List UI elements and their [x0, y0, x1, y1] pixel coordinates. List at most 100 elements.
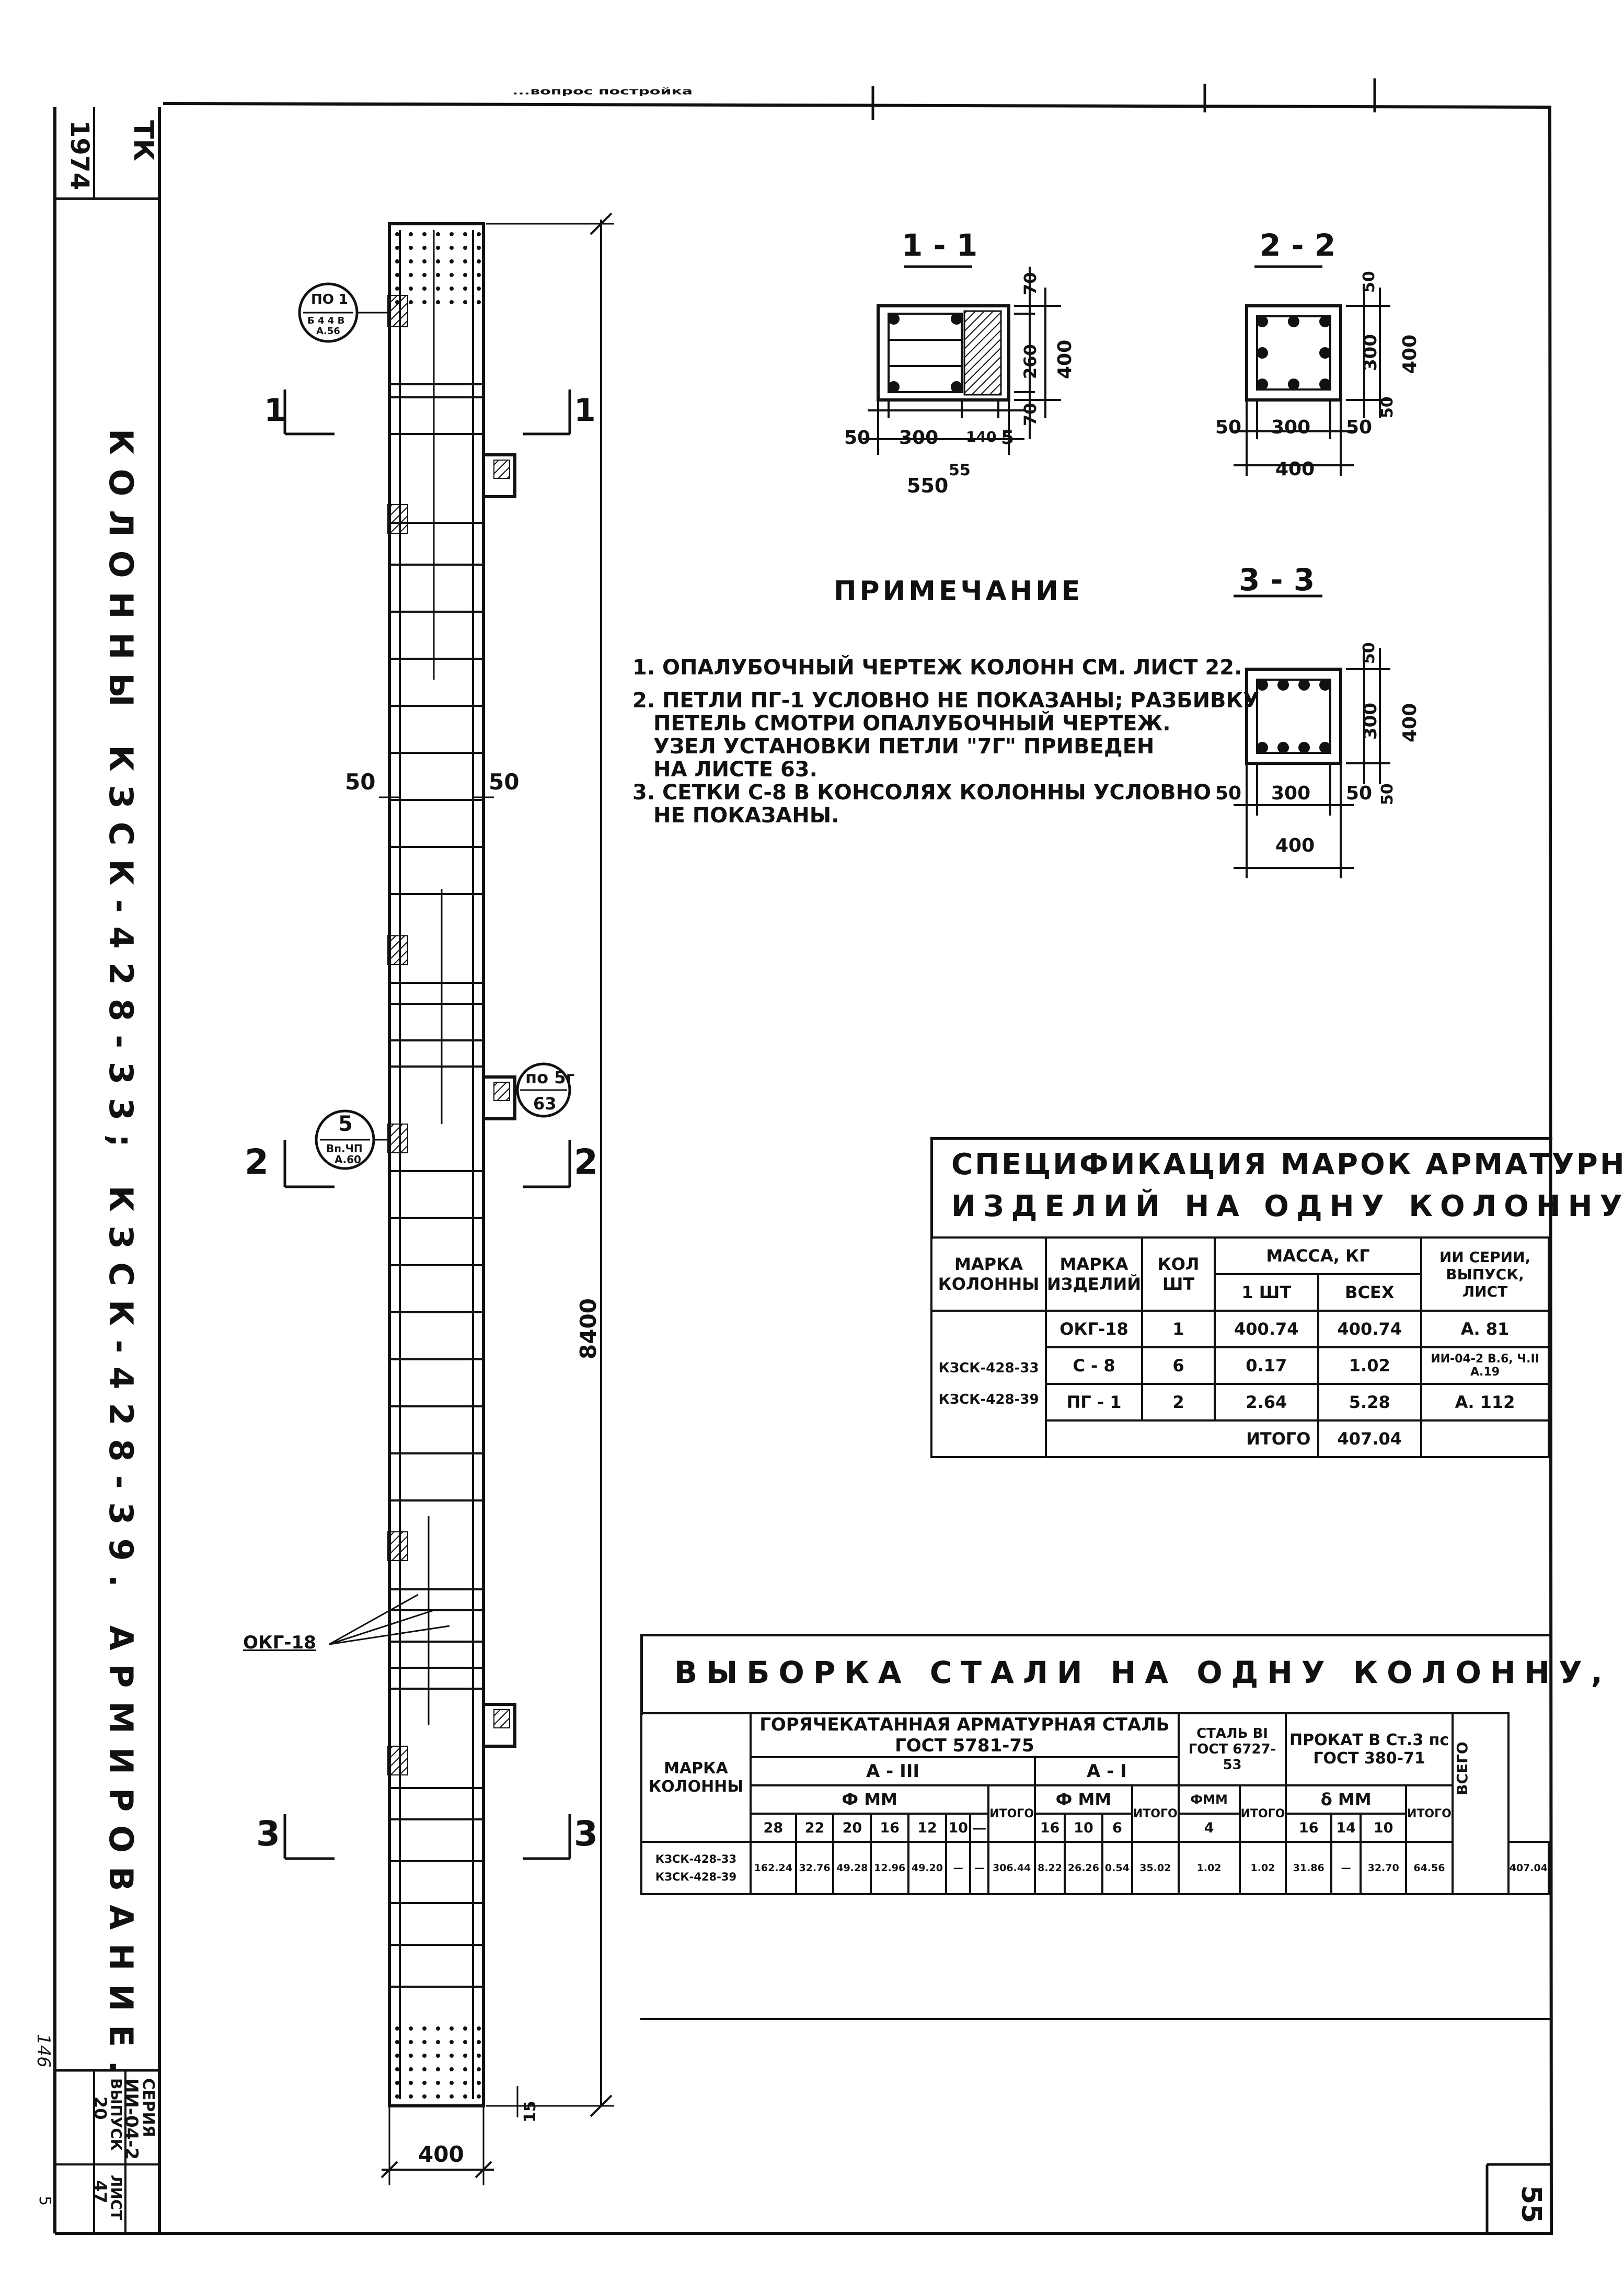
section-mark-3-left: 3: [256, 1814, 280, 1854]
note-line-4: УЗЕЛ УСТАНОВКИ ПЕТЛИ "7Г" ПРИВЕДЕН: [653, 735, 1155, 759]
left-offset-dimension: 50: [345, 769, 376, 795]
s22-dim-50b: 50: [1346, 417, 1373, 438]
steel-title: ВЫБОРКА СТАЛИ НА ОДНУ КОЛОННУ, КГ: [674, 1655, 1624, 1690]
s22-dim-50d: 50: [1378, 396, 1397, 418]
callout-1-top: ПО 1: [311, 292, 349, 307]
page-number: 55: [1515, 2185, 1547, 2224]
s11-dim-70a: 70: [1020, 272, 1040, 295]
steel-table-bottom-space: [640, 2018, 1550, 2020]
spec-title-2: ИЗДЕЛИЙ НА ОДНУ КОЛОННУ: [951, 1189, 1624, 1223]
spec-row-1-one: 400.74: [1214, 1310, 1319, 1348]
spec-header-mass-one: 1 ШТ: [1214, 1273, 1319, 1312]
callout-5g-bottom: 63: [533, 1094, 557, 1114]
section-mark-1-left: 1: [264, 392, 286, 429]
steel-row-mark-2: КЗСК-428-39: [655, 1871, 737, 1883]
steel-t-10: 10: [1360, 1813, 1408, 1843]
steel-t-16: 16: [1285, 1813, 1333, 1843]
section-mark-1-right: 1: [574, 392, 596, 429]
spec-row-3-ref: А. 112: [1420, 1383, 1550, 1422]
steel-grand-total: 407.04: [1507, 1841, 1550, 1895]
note-line-1: 1. ОПАЛУБОЧНЫЙ ЧЕРТЕЖ КОЛОНН СМ. ЛИСТ 22…: [632, 656, 1242, 680]
spec-row-1-item: ОКГ-18: [1044, 1310, 1144, 1348]
steel-itogo-wire: 1.02: [1238, 1841, 1287, 1895]
sections-drawing: [862, 265, 1390, 878]
s11-dim-140: 140: [966, 428, 997, 445]
s11-dim-70b: 70: [1020, 403, 1040, 426]
s33-dim-400v: 400: [1399, 703, 1421, 742]
steel-v-22: 32.76: [794, 1841, 835, 1895]
steel-itogo-rolled: 64.56: [1405, 1841, 1454, 1895]
s22-dim-50a: 50: [1215, 417, 1242, 438]
s33-dim-50d: 50: [1378, 783, 1397, 805]
spec-row-2-one: 0.17: [1214, 1346, 1319, 1385]
spec-row-2-item: С - 8: [1044, 1346, 1144, 1385]
section-mark-2-left: 2: [245, 1142, 269, 1182]
steel-header-itogo-rolled: ИТОГО: [1405, 1784, 1454, 1843]
spec-row-1-ref: А. 81: [1420, 1310, 1550, 1348]
callout-5-top: 5: [338, 1112, 353, 1136]
steel-header-total-text: ВСЕГО: [1453, 1741, 1471, 1795]
steel-a1-v-6: 0.54: [1101, 1841, 1133, 1895]
steel-t-v-10: 32.70: [1360, 1841, 1408, 1895]
steel-header-delta: δ ММ: [1285, 1784, 1408, 1815]
spec-header-item-mark: МАРКА ИЗДЕЛИЙ: [1044, 1236, 1144, 1312]
spec-row-2-ref: ИИ-04-2 В.6, Ч.II А.19: [1420, 1346, 1550, 1385]
steel-header-phi-a1: Ф ММ: [1034, 1784, 1133, 1815]
steel-a1-d-10: 10: [1064, 1813, 1103, 1843]
s33-dim-400: 400: [1275, 835, 1315, 856]
spec-table-frame: [930, 1137, 1552, 1239]
column-elevation: [283, 212, 614, 2185]
steel-a1-d-16: 16: [1034, 1813, 1066, 1843]
spec-row-1-all: 400.74: [1317, 1310, 1422, 1348]
steel-d-16: 16: [870, 1813, 910, 1843]
steel-v-16: 12.96: [870, 1841, 910, 1895]
note-line-2: 2. ПЕТЛИ ПГ-1 УСЛОВНО НЕ ПОКАЗАНЫ; РАЗБИ…: [632, 689, 1260, 713]
s22-dim-400: 400: [1275, 459, 1315, 480]
top-strip-text: ...вопрос постройка: [512, 86, 693, 97]
steel-wire-v-4: 1.02: [1177, 1841, 1241, 1895]
steel-t-v-16: 31.86: [1285, 1841, 1333, 1895]
steel-v-20: 49.28: [832, 1841, 872, 1895]
steel-a1-d-6: 6: [1101, 1813, 1133, 1843]
steel-header-phi-wire: ФММ: [1177, 1784, 1241, 1815]
width-dimension: 400: [418, 2141, 464, 2167]
section-3-3-title: 3 - 3: [1239, 562, 1315, 598]
section-mark-2-right: 2: [574, 1142, 598, 1182]
bottom-dimension: 15: [521, 2101, 539, 2123]
callout-1-mid: Б 4 4 В: [307, 315, 345, 326]
spec-header-mass-all: ВСЕХ: [1317, 1273, 1422, 1312]
note-line-3: ПЕТЕЛЬ СМОТРИ ОПАЛУБОЧНЫЙ ЧЕРТЕЖ.: [653, 712, 1171, 736]
spec-table: МАРКА КОЛОННЫ МАРКА ИЗДЕЛИЙ КОЛ ШТ МАССА…: [930, 1236, 1550, 1458]
s11-dim-50: 50: [844, 427, 871, 449]
spec-column-mark-1: КЗСК-428-33: [938, 1360, 1039, 1376]
height-dimension: 8400: [575, 1298, 601, 1359]
steel-table-frame: [640, 1634, 1552, 1715]
s11-dim-55: 55: [949, 461, 971, 479]
s11-dim-550: 550: [907, 474, 949, 497]
s22-dim-300: 300: [1271, 417, 1311, 438]
callout-5-bottom: А.60: [335, 1153, 361, 1166]
steel-d-22: 22: [794, 1813, 835, 1843]
s22-dim-400v: 400: [1399, 334, 1421, 374]
steel-row-marks: КЗСК-428-33 КЗСК-428-39: [640, 1841, 752, 1895]
s11-dim-5: 5: [1001, 427, 1015, 449]
spec-total-value: 407.04: [1317, 1419, 1422, 1458]
spec-row-2-all: 1.02: [1317, 1346, 1422, 1385]
s33-dim-50a: 50: [1215, 783, 1242, 804]
steel-a1-v-10: 26.26: [1064, 1841, 1103, 1895]
spec-header-ref: ИИ СЕРИИ, ВЫПУСК, ЛИСТ: [1420, 1236, 1550, 1312]
steel-header-mark: МАРКА КОЛОННЫ: [640, 1712, 752, 1843]
s22-dim-50c: 50: [1360, 271, 1378, 293]
notes-heading: ПРИМЕЧАНИЕ: [834, 576, 1084, 607]
spec-total-label: ИТОГО: [1045, 1419, 1319, 1458]
okg-label: ОКГ-18: [243, 1632, 316, 1653]
callout-5g-top: по 5г: [525, 1068, 575, 1087]
steel-header-rolled: ПРОКАТ В Ст.3 пс ГОСТ 380-71: [1285, 1712, 1454, 1786]
s33-dim-300v: 300: [1360, 703, 1381, 740]
spec-row-3-qty: 2: [1141, 1383, 1216, 1422]
section-mark-3-right: 3: [574, 1814, 598, 1854]
steel-itogo-a3: 306.44: [987, 1841, 1036, 1895]
spec-row-2-qty: 6: [1141, 1346, 1216, 1385]
steel-v-28: 162.24: [750, 1841, 797, 1895]
